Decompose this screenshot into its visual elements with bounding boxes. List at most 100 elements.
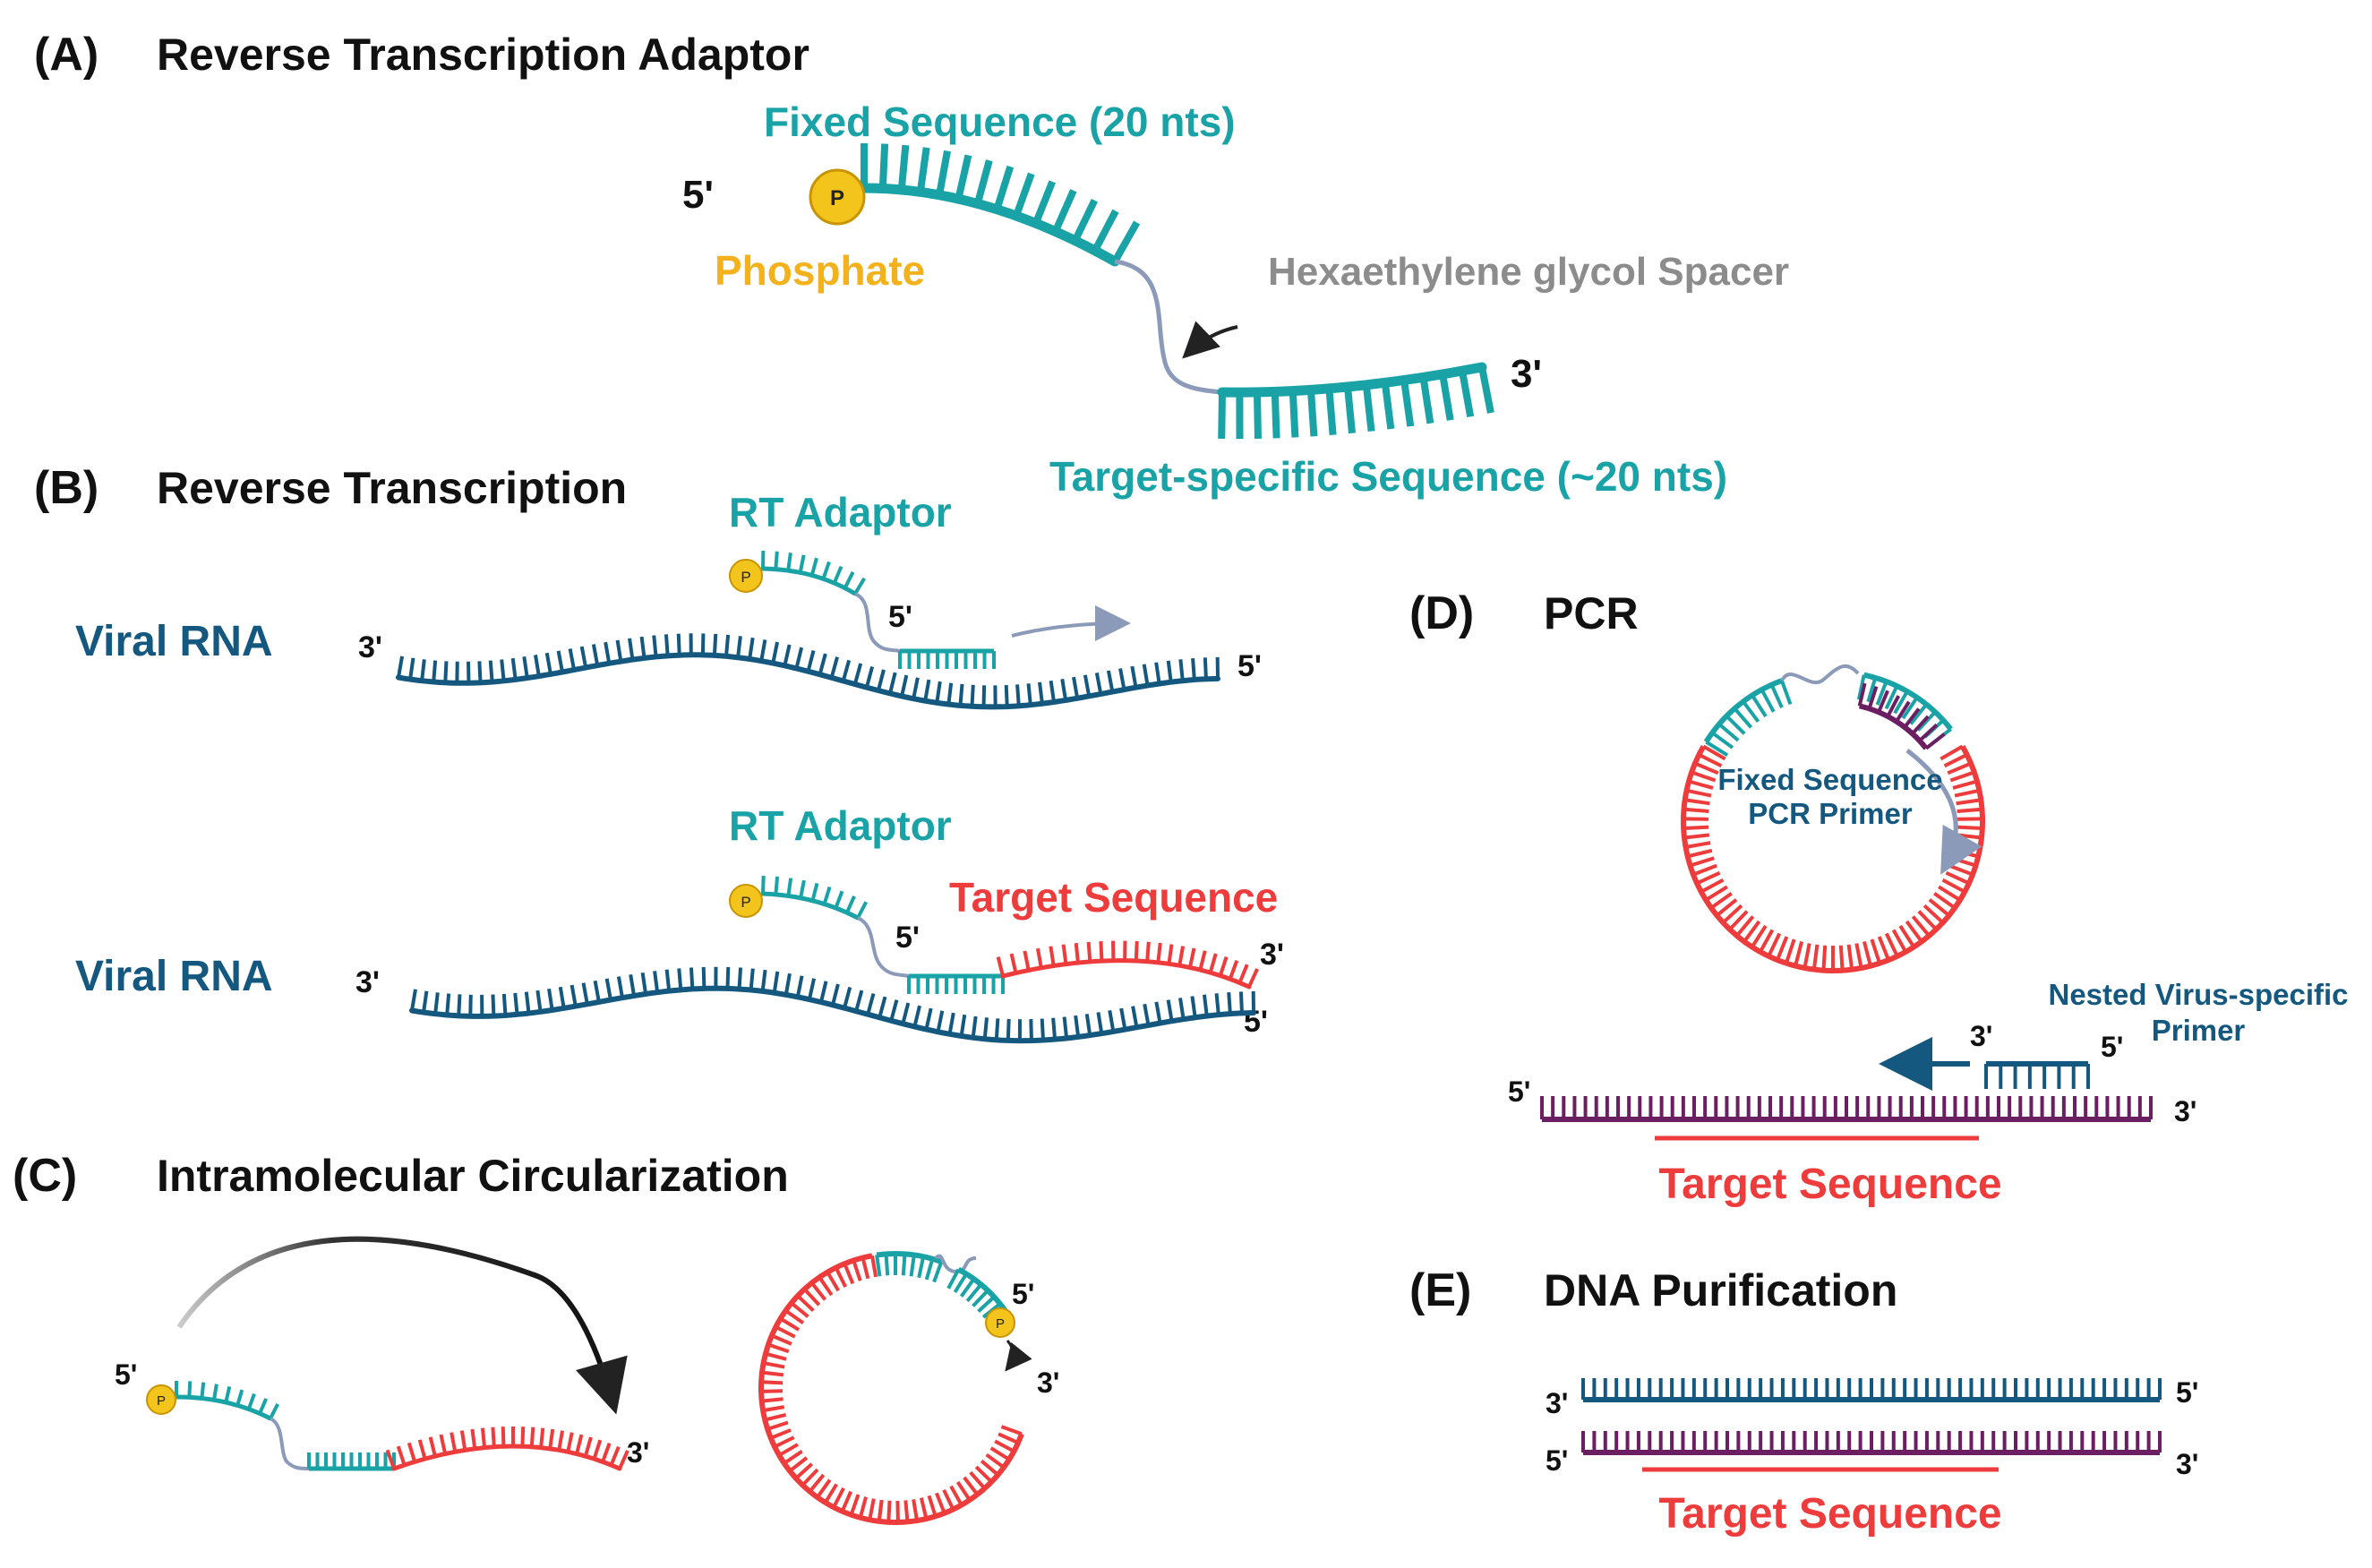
circle-fixed-a-backbone [876,1251,943,1264]
viral-rna-2-base [445,993,451,1015]
fixed-seq-base [955,154,972,201]
viral-rna-1-base [1142,664,1150,686]
viral-rna-1-base [1203,657,1208,680]
viral-rna-1-base [676,633,681,655]
viral-rna-1-base [888,672,897,694]
fixed-primer-label-2: PCR Primer [1748,797,1913,830]
target-specific-seq-base [1400,379,1415,427]
viral-rna-1-base [408,657,415,680]
viral-rna-2-base [959,1014,967,1037]
phosphate-icon-b2 [729,884,763,918]
cdna-target-b-base [1009,953,1018,973]
pcr-circle-red-base [1898,924,1915,948]
viral-rna-2-base [513,992,519,1015]
linear-cdna-base [491,1427,496,1447]
target-specific-seq-base [1439,373,1454,421]
panel-e-letter: (E) [1409,1264,1471,1316]
viral-rna-1-base [1191,657,1196,681]
circle-cdna-base [796,1294,815,1313]
circle-cdna-right-base [935,1492,946,1514]
circle-fixed-b-base [977,1295,996,1313]
fixed-seq-base [1032,180,1056,225]
pcr-circle-teal-b-base [1884,685,1899,710]
target-specific-seq-base [1325,388,1337,435]
viral-rna-1-base [1166,660,1173,682]
circle-cdna-base [760,1389,784,1393]
pcr-strand-five-prime: 5' [1508,1075,1530,1108]
pcr-circle-red-base [1683,825,1709,830]
viral-rna-2-base [433,992,440,1015]
pcr-circle-red-base [1689,856,1715,868]
circle-cdna-right-base [989,1446,1011,1461]
viral-rna-1-base [981,685,987,707]
viral-rna-2-base [422,990,429,1013]
circle-cdna-right-base [980,1459,999,1477]
pcr-circle-red-base [1811,944,1820,970]
linear-cdna-base [407,1442,417,1462]
viral-rna-1-base [912,677,920,699]
viral-rna-1-base [510,657,518,681]
linear-cdna-base [539,1427,545,1448]
viral-rna-2-base [1006,1018,1011,1041]
panel-c: (C) Intramolecular Circularization 5' 3'… [13,1150,1059,1525]
viral-rna-1-base [397,655,405,678]
viral-rna-2-base [784,973,792,996]
viral-rna-2-base [1154,1001,1162,1024]
viral-rna-2-base [1074,1015,1081,1038]
circularization-diagram [174,1251,1024,1525]
phosphate-icon-c2 [985,1307,1015,1338]
target-specific-seq-base [1419,376,1434,424]
fixed-pcr-primer-base [1877,690,1889,714]
pcr-circle-teal-b-base [1901,696,1919,720]
pcr-template-strand [1540,1061,2153,1141]
target-specific-seq-base [1289,390,1299,438]
nested-primer-label-2: Primer [2152,1014,2246,1047]
adaptor-2-fixed-base [761,875,766,895]
duplex-top-right-end: 5' [2176,1376,2198,1409]
circle-cdna-right-base [927,1495,938,1517]
viral-rna-1-base [771,641,780,664]
fixed-seq-base [936,150,951,196]
circle-cdna-right-base [877,1499,884,1522]
duplex-bottom-left-end: 5' [1546,1444,1568,1477]
viral-rna-1-base [591,644,600,666]
target-sequence-label-d: Target Sequence [1658,1161,2001,1208]
fixed-pcr-primer-base [1886,695,1901,717]
circle-cdna-right-base [942,1488,955,1511]
circle-cdna-base [763,1361,785,1369]
phosphate-p: P [830,186,844,210]
fixed-pcr-primer-base [1911,715,1930,735]
viral-rna-2-base [1238,991,1244,1014]
pcr-circle-red-base [1940,744,1964,761]
viral-rna-2-base [640,972,648,995]
pcr-circle-red-base [1692,863,1717,877]
pcr-circle-red-base [1917,910,1938,931]
fixed-pcr-primer-base [1895,700,1911,723]
linear-fixed-base [235,1389,244,1406]
viral-rna-2-base [994,1018,1000,1041]
circle-cdna-base [766,1420,789,1431]
circle-cdna-base [826,1271,841,1292]
rt-adaptor-diagram [859,143,1494,440]
adaptor-1-spacer [853,592,901,653]
viral-rna-2-base [1051,1017,1058,1040]
circle-cdna-right-base [998,1432,1019,1444]
viral-rna-2-base [604,978,612,1000]
viral-rna-1-base [639,636,647,659]
viral-rna-2-base [936,1010,945,1032]
viral-rna-2-base [410,989,417,1011]
viral-rna-2-base [912,1005,921,1027]
circle-fixed-b-base [959,1278,976,1298]
viral-rna-1-base [958,683,964,707]
circle-cdna-right-base [994,1439,1015,1453]
fixed-seq-base [1111,220,1141,263]
viral-rna-2-base [1190,996,1197,1018]
viral-rna-1-base [736,636,742,658]
circle-cdna-base [858,1496,869,1519]
fixed-seq-backbone [859,183,1120,267]
cdna-target-b-base [1023,950,1031,971]
linear-spacer [269,1417,310,1470]
pcr-circle-red-base [1870,938,1882,964]
cdna-target-b-base [1099,941,1104,962]
viral-rna-1-base [748,637,755,660]
